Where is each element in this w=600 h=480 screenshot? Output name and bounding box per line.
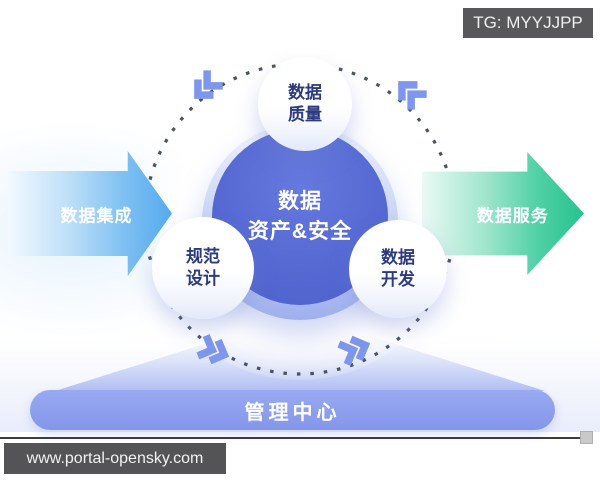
- management-center-label: 管理中心: [244, 401, 341, 424]
- scrollbar-corner-stub: [580, 431, 593, 444]
- data-service-label: 数据服务: [476, 206, 549, 225]
- bubble-spec-design-line1: 规范: [186, 246, 220, 266]
- core-title-line1: 数据: [278, 189, 322, 213]
- bubble-data-quality-line1: 数据: [288, 82, 322, 102]
- management-center-bar: 管理中心: [30, 390, 555, 430]
- bubble-data-quality: 数据 质量: [258, 57, 352, 151]
- bottom-rule-line: [0, 437, 580, 439]
- tg-watermark-badge: TG: MYYJJPP: [463, 8, 593, 38]
- site-watermark-badge: www.portal-opensky.com: [4, 443, 226, 474]
- bubble-data-develop: 数据 开发: [349, 220, 447, 318]
- bubble-data-quality-line2: 质量: [288, 105, 322, 124]
- bubble-data-develop-line1: 数据: [381, 247, 415, 267]
- bubble-spec-design-line2: 设计: [186, 269, 220, 288]
- core-title-line2: 资产&安全: [247, 220, 353, 243]
- bubble-spec-design: 规范 设计: [152, 217, 254, 319]
- bubble-data-develop-line2: 开发: [381, 270, 415, 289]
- data-integration-label: 数据集成: [60, 206, 133, 225]
